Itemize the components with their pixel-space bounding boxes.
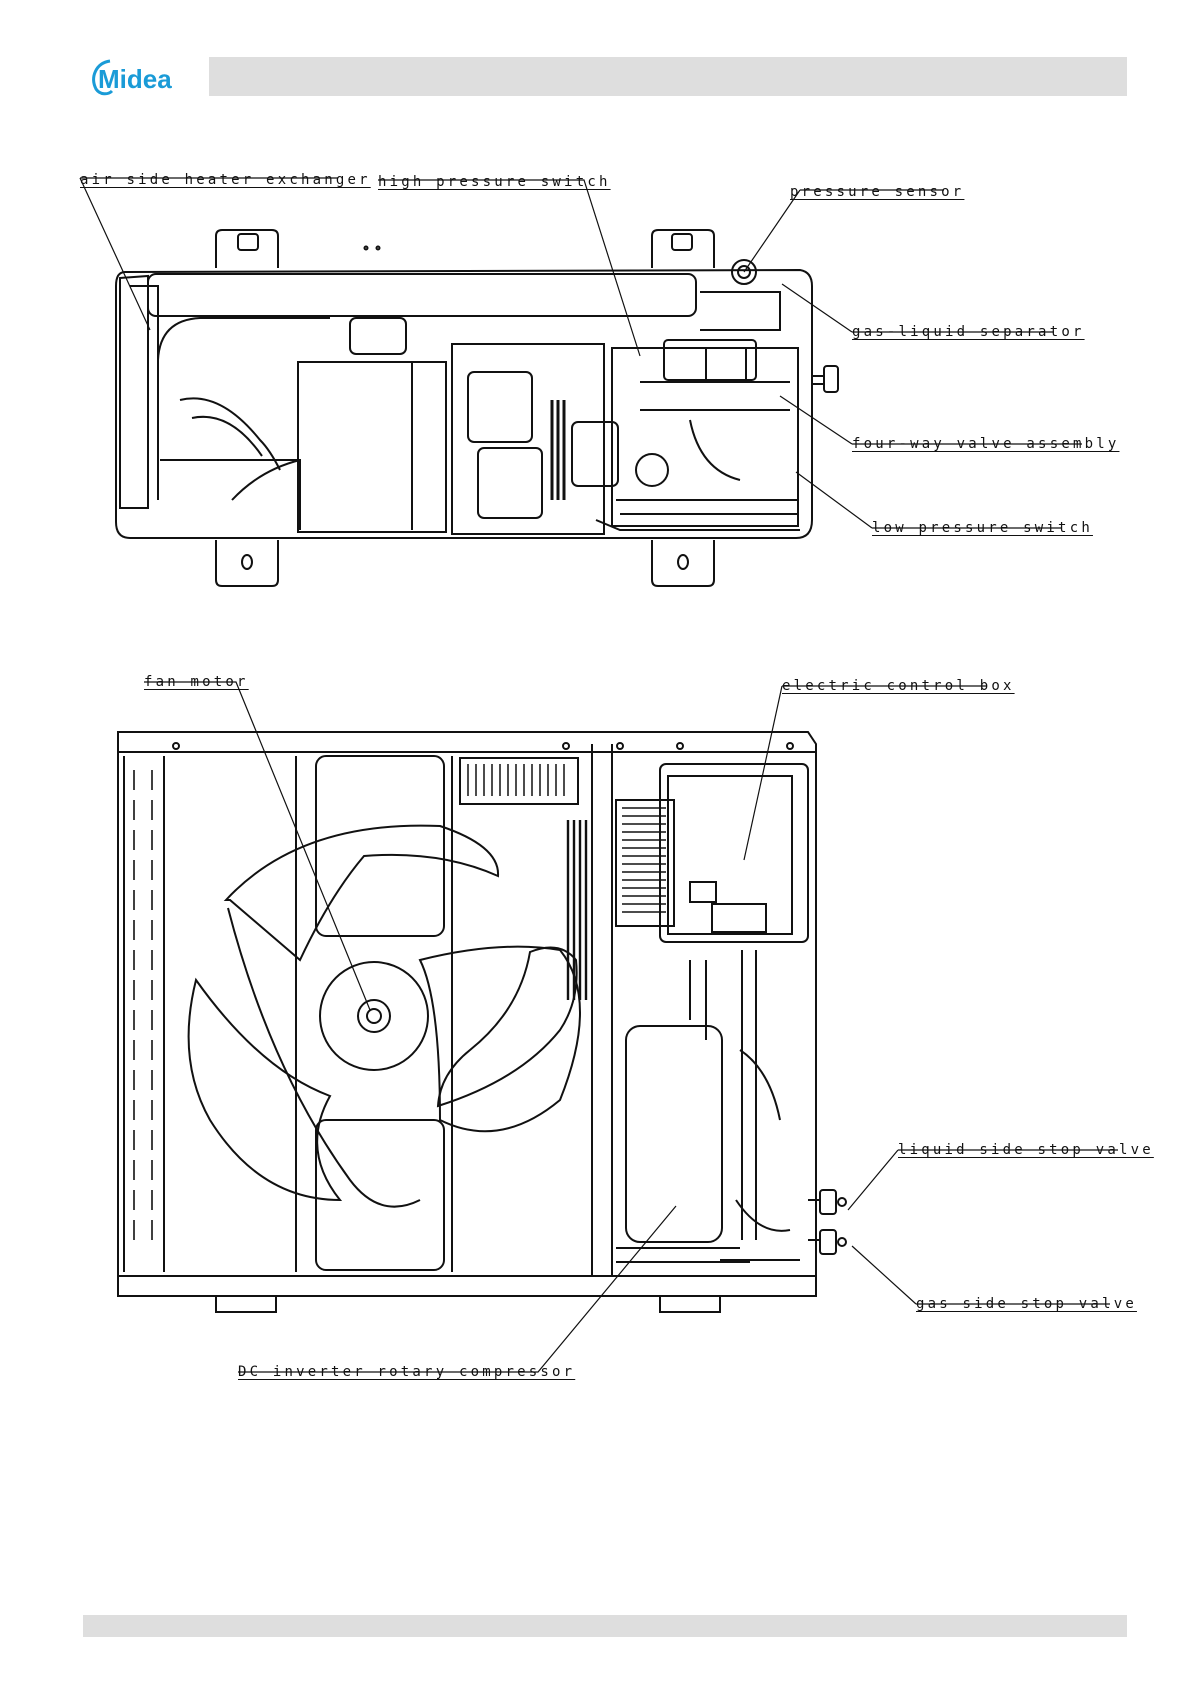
label-electric-control-box: electric control box (782, 678, 1015, 694)
label-high-pressure-switch: high pressure switch (378, 174, 611, 190)
label-four-way-valve-assembly: four-way valve assembly (852, 436, 1119, 452)
label-dc-inverter-rotary-compressor: DC inverter rotary compressor (238, 1364, 575, 1380)
front-view (118, 732, 846, 1312)
label-pressure-sensor: pressure sensor (790, 184, 964, 200)
coil-slots (134, 770, 152, 1240)
label-gas-side-stop-valve: gas side stop valve (916, 1296, 1137, 1312)
top-view (116, 230, 838, 586)
label-gas-liquid-separator: gas-liquid separator (852, 324, 1085, 340)
label-low-pressure-switch: low pressure switch (872, 520, 1093, 536)
label-air-side-heater-exchanger: air side heater exchanger (80, 172, 371, 188)
label-liquid-side-stop-valve: liquid side stop valve (898, 1142, 1154, 1158)
label-fan-motor: fan motor (144, 674, 249, 690)
leader-lines (80, 178, 1118, 1372)
